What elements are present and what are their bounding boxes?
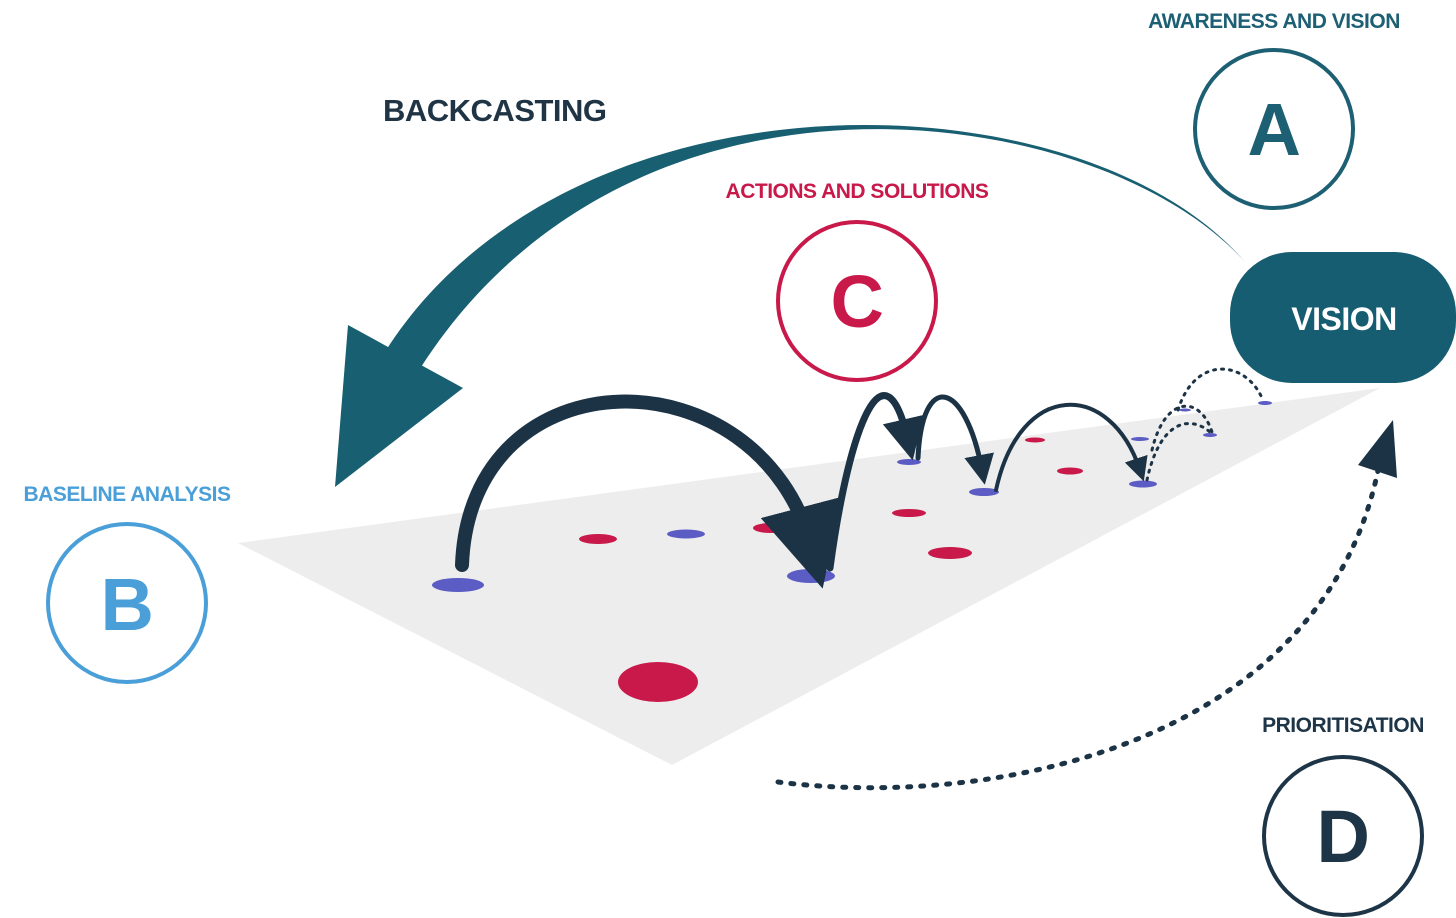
blue-dot (1179, 408, 1191, 412)
red-dot (618, 662, 698, 702)
backcasting-arrow (335, 125, 1245, 487)
step-b-circle (46, 522, 208, 684)
jump-arrow-large (455, 394, 842, 589)
step-prioritisation: PRIORITISATION D (1262, 714, 1424, 917)
vision-label: VISION (1291, 301, 1396, 337)
jump-arrow (915, 394, 994, 485)
step-a-circle (1193, 48, 1355, 210)
red-dot (579, 534, 617, 544)
step-b-letter: B (101, 563, 154, 646)
red-dot (753, 523, 787, 533)
step-a-letter: A (1248, 88, 1301, 171)
step-d-circle (1262, 755, 1424, 917)
jump-arrows (455, 392, 1148, 589)
red-dot (928, 547, 972, 559)
blue-dot (1129, 480, 1157, 488)
step-d-letter: D (1317, 795, 1370, 878)
blue-dot (1258, 401, 1272, 405)
step-awareness-vision: AWARENESS AND VISION A (1148, 10, 1400, 210)
step-baseline-analysis: BASELINE ANALYSIS B (24, 483, 231, 684)
jump-arrow (826, 392, 924, 572)
step-c-title: ACTIONS AND SOLUTIONS (726, 180, 989, 203)
step-b-title: BASELINE ANALYSIS (24, 483, 231, 506)
vision-pill: VISION (1230, 252, 1456, 383)
blue-dot (787, 569, 835, 583)
blue-dot (1131, 437, 1149, 441)
step-a-title: AWARENESS AND VISION (1148, 10, 1400, 33)
blue-dot (897, 459, 921, 465)
jump-arrow (994, 403, 1148, 492)
step-c-letter: C (831, 260, 884, 343)
red-dot (1025, 437, 1045, 443)
step-c-circle (776, 220, 938, 382)
step-actions-solutions: ACTIONS AND SOLUTIONS C (726, 180, 989, 382)
red-dot (892, 509, 926, 517)
blue-dot (969, 488, 999, 496)
blue-dot (1203, 433, 1217, 437)
step-d-title: PRIORITISATION (1262, 714, 1424, 737)
red-dot (1057, 467, 1083, 475)
blue-dot (432, 578, 484, 592)
prioritisation-arrow (775, 420, 1397, 791)
dotted-hops (1145, 367, 1264, 482)
backcasting-label: BACKCASTING (383, 93, 607, 128)
blue-dot (667, 529, 705, 539)
